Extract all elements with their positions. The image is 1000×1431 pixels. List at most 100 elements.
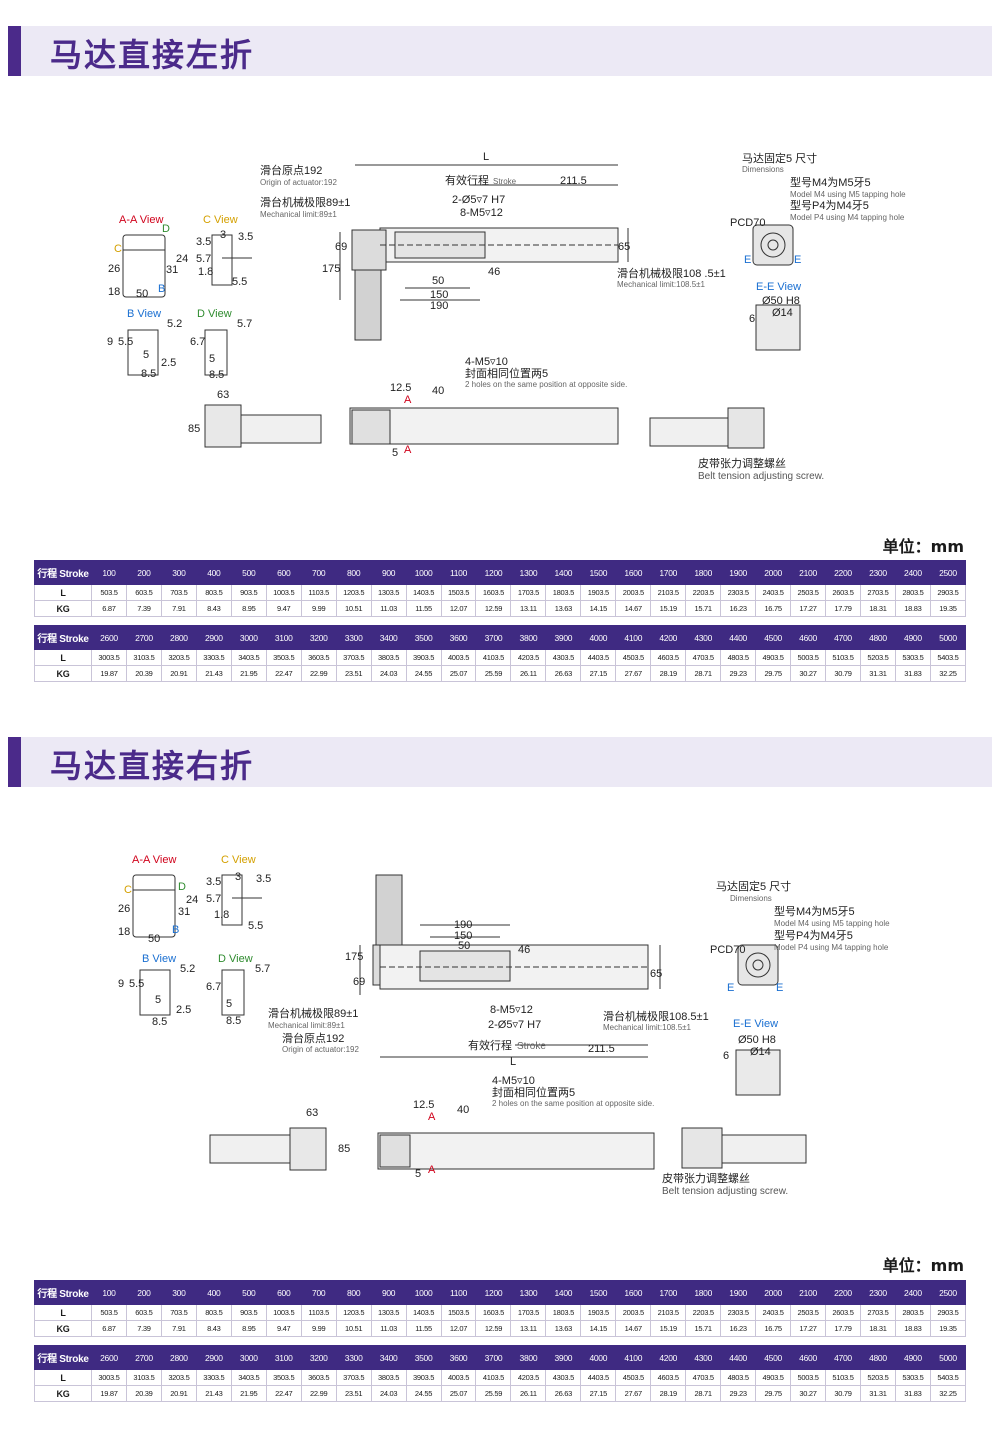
table-cell: 13.63 — [545, 1320, 582, 1337]
table-cell: 19.87 — [91, 1385, 127, 1402]
header-accent-bar — [8, 737, 21, 787]
mech-limit-cn: 滑台机械极限89±1 — [268, 1006, 358, 1020]
table-cell: 1303.5 — [370, 584, 407, 601]
table-cell: 29.23 — [720, 1385, 757, 1402]
table-cell: 200 — [125, 1280, 162, 1305]
c-d35a: 3.5 — [196, 236, 211, 248]
table-cell: 3700 — [475, 1345, 512, 1370]
motor-fix-cn: 马达固定5 尺寸 — [742, 151, 817, 165]
table-cell: 18.83 — [894, 600, 931, 617]
belt-screw-en: Belt tension adjusting screw. — [698, 471, 824, 482]
table-cell: 8.95 — [230, 600, 267, 617]
table-cell: 2603.5 — [825, 584, 861, 601]
table-cell: 23.51 — [335, 665, 372, 682]
c-d3: 3 — [220, 229, 226, 241]
side-d18: 18 — [108, 286, 120, 298]
table-cell: 4700 — [825, 1345, 861, 1370]
table-cell: 6.87 — [91, 1320, 127, 1337]
table-cell: 2400 — [894, 1280, 931, 1305]
table-cell: 4600 — [790, 1345, 827, 1370]
row-label: L — [34, 1304, 92, 1321]
table-cell: 1200 — [475, 560, 512, 585]
d-d57: 5.7 — [255, 963, 270, 975]
m4-en: Model M4 using M5 tapping hole — [790, 190, 906, 199]
aa-c-marker: C — [114, 243, 122, 255]
motor-side-body — [209, 1134, 291, 1164]
table-cell: 22.47 — [265, 1385, 302, 1402]
table-cell: 30.79 — [825, 1385, 861, 1402]
table-cell: 3803.5 — [370, 649, 407, 666]
row-label: 行程 Stroke — [34, 560, 92, 585]
table-cell: 4000 — [580, 625, 617, 650]
table-cell: 3600 — [440, 625, 477, 650]
d-d67: 6.7 — [190, 336, 205, 348]
table-cell: 4400 — [720, 1345, 757, 1370]
aa-view-label: A-A View — [119, 214, 163, 226]
table-cell: 20.39 — [125, 1385, 162, 1402]
table-cell: 2300 — [859, 560, 896, 585]
c-d57: 5.7 — [196, 253, 211, 265]
table-cell: 17.79 — [825, 600, 861, 617]
table-cell: 400 — [195, 1280, 232, 1305]
table-cell: 1100 — [440, 1280, 477, 1305]
table-cell: 4903.5 — [755, 1369, 792, 1386]
table-cell: 4603.5 — [650, 649, 687, 666]
table-cell: 2903.5 — [929, 1304, 967, 1321]
a-marker-top: A — [428, 1111, 436, 1123]
motor-flange-view — [737, 944, 779, 986]
table-cell: 3003.5 — [91, 1369, 127, 1386]
table-cell: 22.99 — [300, 665, 337, 682]
table-cell: 3700 — [475, 625, 512, 650]
c-view-label: C View — [221, 854, 256, 866]
table-cell: 1500 — [580, 560, 617, 585]
p4-cn: 型号P4为M4牙5 — [790, 198, 869, 212]
belt-screw-en: Belt tension adjusting screw. — [662, 1186, 788, 1197]
table-cell: 10.51 — [335, 1320, 372, 1337]
dim-12-5: 12.5 — [390, 382, 411, 394]
table-cell: 25.07 — [440, 1385, 477, 1402]
table-cell: 2203.5 — [685, 584, 722, 601]
table-cell: 9.99 — [300, 600, 337, 617]
side-d26: 26 — [118, 903, 130, 915]
table-cell: 4503.5 — [615, 649, 652, 666]
table-cell: 900 — [370, 1280, 407, 1305]
table-cell: 1300 — [510, 1280, 547, 1305]
table-cell: 5203.5 — [859, 1369, 896, 1386]
table-cell: 2000 — [755, 1280, 792, 1305]
table-cell: 19.87 — [91, 665, 127, 682]
aa-b-marker: B — [158, 283, 165, 295]
table-cell: 3200 — [300, 1345, 337, 1370]
header-accent-bar — [8, 26, 21, 76]
mech-limit2-en: Mechanical limit:108.5±1 — [617, 280, 706, 289]
table-cell: 3000 — [230, 1345, 267, 1370]
table-cell: 1300 — [510, 560, 547, 585]
table-cell: 3300 — [335, 625, 372, 650]
table-cell: 3400 — [370, 625, 407, 650]
dim-190: 190 — [454, 919, 472, 931]
table-cell: 22.99 — [300, 1385, 337, 1402]
row-label: L — [34, 649, 92, 666]
m4-cn: 型号M4为M5牙5 — [790, 175, 871, 189]
table-cell: 24.03 — [370, 665, 407, 682]
stroke-en: Stroke — [493, 177, 517, 186]
dim-46: 46 — [518, 944, 530, 956]
table-cell: 28.71 — [685, 1385, 722, 1402]
table-cell: 21.43 — [195, 665, 232, 682]
section-title: 马达直接左折 — [50, 36, 255, 74]
dim-69: 69 — [335, 241, 347, 253]
ee-view-label: E-E View — [733, 1018, 778, 1030]
dim-65: 65 — [650, 968, 662, 980]
table-cell: 2703.5 — [859, 584, 896, 601]
table-cell: 503.5 — [91, 584, 127, 601]
table-cell: 600 — [265, 1280, 302, 1305]
table-cell: 2600 — [91, 1345, 127, 1370]
table-cell: 2100 — [790, 560, 827, 585]
table-cell: 1000 — [405, 560, 442, 585]
table-cell: 5103.5 — [825, 1369, 861, 1386]
table-cell: 3503.5 — [265, 1369, 302, 1386]
table-cell: 19.35 — [929, 600, 967, 617]
table-cell: 1203.5 — [335, 1304, 372, 1321]
